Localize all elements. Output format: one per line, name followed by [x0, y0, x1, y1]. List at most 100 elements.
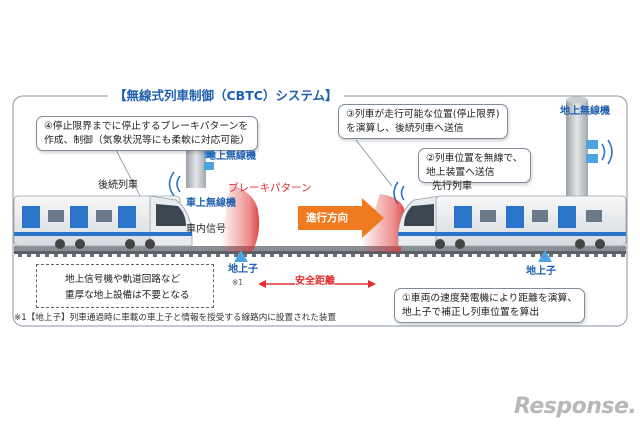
- track-sleeper: [207, 254, 211, 257]
- track-sleeper: [171, 254, 175, 257]
- track-sleeper: [423, 254, 427, 257]
- page-title: 【無線式列車制御（CBTC）システム】: [108, 88, 344, 104]
- track-sleeper: [270, 254, 274, 257]
- callout-position-line-2: 地上装置へ送信: [426, 166, 495, 178]
- label-balise-left: 地上子: [228, 264, 258, 275]
- track-sleeper: [117, 254, 121, 257]
- track-sleeper: [288, 254, 292, 257]
- track-sleeper: [486, 254, 490, 257]
- track-sleeper: [36, 254, 40, 257]
- label-leading-train: 先行列車: [432, 181, 472, 192]
- track-sleeper: [531, 254, 535, 257]
- label-safe-distance: 安全距離: [295, 276, 335, 289]
- brake-pattern-curve: [220, 184, 260, 252]
- ground-equipment-note: 地上信号機や軌道回路など 重厚な地上設備は不要となる: [36, 264, 214, 308]
- track-sleeper: [549, 254, 553, 257]
- track-sleeper: [342, 254, 346, 257]
- track-sleeper: [558, 254, 562, 257]
- callout-position-line-1: ②列車位置を無線で、: [426, 153, 523, 164]
- track-sleeper: [216, 254, 220, 257]
- track-sleeper: [261, 254, 265, 257]
- track-sleeper: [243, 254, 247, 257]
- callout-brake-pattern: ④停止限界までに停止するブレーキパターンを 作成、制御（気象状況等にも柔軟に対応…: [36, 116, 258, 152]
- callout-speed-line-2: 地上子で補正し列車位置を算出: [402, 306, 540, 318]
- label-ground-radio-left: 地上無線機: [206, 151, 256, 162]
- track-sleeper: [144, 254, 148, 257]
- track-sleeper: [369, 254, 373, 257]
- track-sleeper: [450, 254, 454, 257]
- track-sleeper: [234, 254, 238, 257]
- track-sleeper: [279, 254, 283, 257]
- track-sleeper: [45, 254, 49, 257]
- track-sleeper: [153, 254, 157, 257]
- track: [14, 246, 626, 257]
- track-sleeper: [108, 254, 112, 257]
- following-train-icon: [13, 195, 193, 249]
- track-sleeper: [414, 254, 418, 257]
- callout-limit-line-2: を演算し、後続列車へ送信: [346, 122, 464, 134]
- callout-limit-line-1: ③列車が走行可能な位置(停止限界): [346, 109, 500, 120]
- callout-position: ②列車位置を無線で、 地上装置へ送信: [418, 148, 531, 184]
- note-line-1: 地上信号機や軌道回路など: [65, 274, 181, 285]
- track-sleeper: [135, 254, 139, 257]
- track-sleeper: [252, 254, 256, 257]
- track-sleeper: [441, 254, 445, 257]
- footnote: ※1【地上子】列車通過時に車載の車上子と情報を授受する線路内に設置された装置: [14, 313, 337, 323]
- track-sleeper: [576, 254, 580, 257]
- track-sleeper: [567, 254, 571, 257]
- callout-stop-limit: ③列車が走行可能な位置(停止限界) を演算し、後続列車へ送信: [338, 104, 508, 140]
- leader-lines: [115, 139, 393, 197]
- track-sleeper: [81, 254, 85, 257]
- ground-radio-right-icon: [566, 96, 598, 196]
- callout-speed-line-1: ①車両の速度発電機により距離を演算、: [402, 293, 578, 304]
- track-sleeper: [522, 254, 526, 257]
- track-sleeper: [63, 254, 67, 257]
- track-sleeper: [621, 254, 625, 257]
- label-direction: 進行方向: [306, 212, 348, 224]
- label-brake-pattern: ブレーキパターン: [228, 182, 312, 194]
- leading-train-icon: [397, 195, 627, 249]
- track-sleeper: [189, 254, 193, 257]
- track-sleeper: [99, 254, 103, 257]
- note-line-2: 重厚な地上設備は不要となる: [65, 290, 190, 301]
- label-balise-right: 地上子: [526, 266, 556, 277]
- track-sleeper: [495, 254, 499, 257]
- track-sleeper: [459, 254, 463, 257]
- track-sleeper: [594, 254, 598, 257]
- label-following-train: 後続列車: [98, 180, 138, 191]
- track-sleeper: [468, 254, 472, 257]
- track-sleeper: [315, 254, 319, 257]
- track-sleeper: [513, 254, 517, 257]
- track-sleeper: [360, 254, 364, 257]
- label-balise-left-note: ※1: [232, 278, 244, 287]
- track-sleeper: [405, 254, 409, 257]
- track-sleeper: [162, 254, 166, 257]
- track-sleeper: [72, 254, 76, 257]
- track-sleeper: [126, 254, 130, 257]
- track-sleeper: [612, 254, 616, 257]
- callout-speed-sensor: ①車両の速度発電機により距離を演算、 地上子で補正し列車位置を算出: [394, 288, 586, 324]
- track-sleeper: [225, 254, 229, 257]
- track-sleeper: [324, 254, 328, 257]
- track-sleeper: [306, 254, 310, 257]
- track-sleeper: [378, 254, 382, 257]
- track-sleeper: [333, 254, 337, 257]
- track-sleeper: [504, 254, 508, 257]
- track-sleeper: [90, 254, 94, 257]
- track-sleeper: [180, 254, 184, 257]
- label-ground-radio-right: 地上無線機: [560, 106, 610, 117]
- stop-limit-glow: [360, 194, 406, 252]
- track-sleeper: [198, 254, 202, 257]
- track-sleeper: [585, 254, 589, 257]
- track-sleeper: [387, 254, 391, 257]
- direction-arrow: [298, 198, 384, 238]
- track-sleeper: [477, 254, 481, 257]
- label-onboard-radio: 車上無線機: [186, 198, 236, 209]
- track-sleeper: [603, 254, 607, 257]
- track-sleeper: [432, 254, 436, 257]
- response-logo: Response.: [514, 394, 637, 419]
- track-sleeper: [351, 254, 355, 257]
- label-cab-signal: 車内信号: [186, 224, 226, 235]
